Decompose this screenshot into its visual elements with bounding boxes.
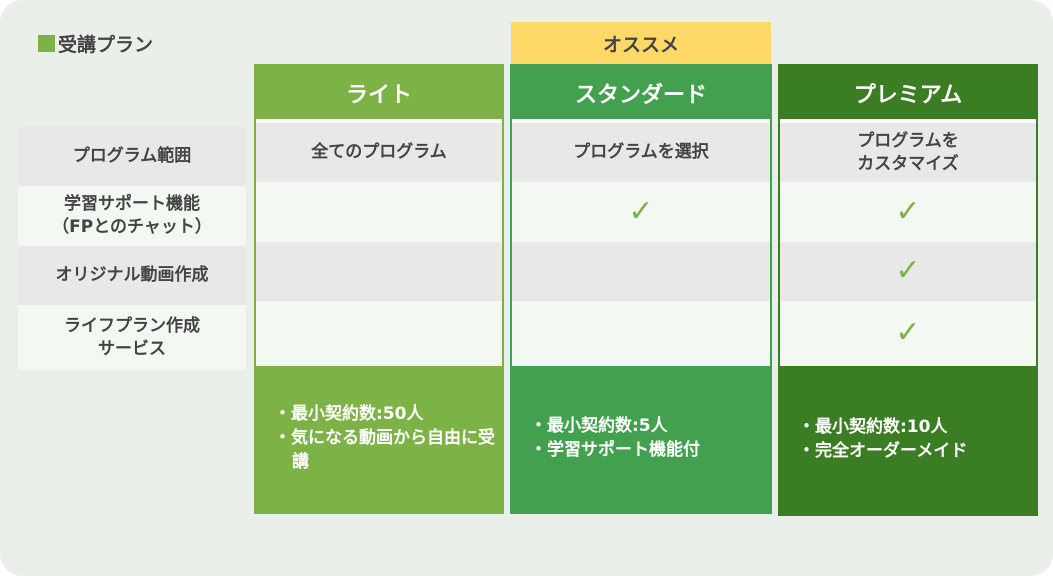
row-label: 学習サポート機能 （FPとのチャット）: [18, 186, 246, 246]
feature-cell: ✓: [780, 182, 1036, 242]
row-label: オリジナル動画作成: [18, 246, 246, 305]
program-scope: プログラムを カスタマイズ: [780, 123, 1036, 182]
plan-column-1: スタンダード プログラムを選択 ✓ ・最小契約数:5人・学習サポート機能付: [510, 64, 772, 514]
row-label: ライフプラン作成 サービス: [18, 305, 246, 370]
row-labels: プログラム範囲 学習サポート機能 （FPとのチャット） オリジナル動画作成 ライ…: [18, 127, 246, 370]
plan-note: ・気になる動画から自由に受講: [274, 428, 495, 472]
check-icon: ✓: [895, 193, 921, 229]
feature-cell: ✓: [780, 242, 1036, 301]
feature-cell: [512, 242, 770, 301]
check-icon: ✓: [895, 315, 921, 351]
square-icon: [38, 35, 55, 52]
plan-note: ・完全オーダーメイド: [798, 441, 968, 461]
section-title-text: 受講プラン: [58, 34, 154, 56]
plan-column-0: ライト 全てのプログラム ・最小契約数:50人・気になる動画から自由に受講: [254, 64, 504, 514]
check-icon: ✓: [895, 253, 921, 289]
plan-note: ・最小契約数:50人: [274, 404, 424, 425]
section-title: 受講プラン: [38, 30, 153, 57]
plan-note: ・学習サポート機能付: [530, 440, 700, 460]
feature-cell: [256, 182, 502, 242]
program-scope: プログラムを選択: [512, 123, 770, 182]
program-scope: 全てのプログラム: [256, 123, 502, 182]
feature-cell: [256, 301, 502, 366]
feature-cell: ✓: [780, 301, 1036, 366]
plan-name: プレミアム: [780, 66, 1036, 123]
plan-column-2: プレミアム プログラムを カスタマイズ ✓ ✓ ✓ ・最小契約数:10人・完全オーダ…: [778, 64, 1038, 516]
plan-notes: ・最小契約数:5人・学習サポート機能付: [512, 366, 770, 512]
plan-note: ・最小契約数:5人: [530, 416, 668, 437]
row-label: プログラム範囲: [18, 127, 246, 186]
plan-notes: ・最小契約数:10人・完全オーダーメイド: [780, 366, 1036, 514]
feature-cell: ✓: [512, 182, 770, 242]
check-icon: ✓: [628, 193, 654, 229]
plan-notes: ・最小契約数:50人・気になる動画から自由に受講: [256, 366, 502, 512]
plan-name: ライト: [256, 66, 502, 123]
feature-cell: [512, 301, 770, 366]
recommend-badge: オススメ: [511, 22, 771, 64]
plan-note: ・最小契約数:10人: [798, 417, 948, 438]
feature-cell: [256, 242, 502, 301]
plan-name: スタンダード: [512, 66, 770, 123]
